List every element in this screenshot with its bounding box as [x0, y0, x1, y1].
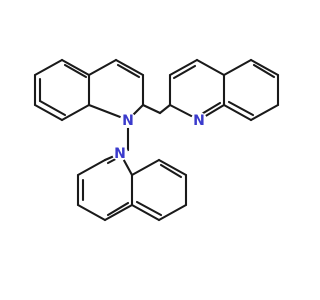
bond-ql-a2 — [33, 58, 64, 77]
bond-qr-b2 — [249, 58, 280, 77]
dbl-qr-4 — [227, 100, 255, 117]
bond-bridge-1 — [141, 103, 162, 115]
atom-n3-label: N — [114, 146, 126, 162]
dbl-qr-2 — [198, 101, 222, 117]
bond-qr-b1 — [222, 58, 253, 77]
dbl-qb-3 — [159, 163, 183, 179]
dbl-qr-1 — [172, 64, 197, 80]
bond-bridge-2 — [158, 103, 172, 115]
atom-n1-label: N — [122, 113, 134, 129]
atom-n2-bg — [191, 112, 207, 128]
bond-qb-a4 — [76, 203, 107, 222]
structure-canvas: N N N — [33, 58, 280, 222]
dbl-ql-2 — [63, 63, 88, 79]
bond-qb-b2 — [157, 158, 188, 177]
bond-qb-b5 — [130, 203, 161, 222]
atom-n1-bg — [120, 112, 136, 128]
molecule-structure: N N N — [33, 58, 280, 222]
dbl-ql-3 — [38, 99, 67, 117]
atom-layer: N N N — [112, 112, 207, 162]
bond-qr-a3 — [195, 58, 226, 77]
bond-qb-a5 — [103, 203, 134, 222]
bond-layer — [33, 58, 280, 222]
atom-n2-label: N — [193, 113, 205, 129]
dbl-qb-2 — [106, 201, 130, 217]
bond-qr-a2 — [168, 58, 199, 77]
dbl-ql-4 — [116, 63, 141, 79]
bond-ql-b1 — [87, 58, 118, 77]
bond-qb-b1 — [130, 158, 161, 177]
bond-ql-a3 — [60, 58, 91, 77]
bond-ql-a5 — [33, 103, 64, 122]
atom-n3-bg — [112, 145, 128, 161]
dbl-qr-3 — [252, 63, 276, 79]
bond-qb-a2 — [76, 158, 107, 177]
bond-qb-b4 — [157, 203, 188, 222]
bond-ql-b2 — [114, 58, 145, 77]
dbl-qb-4 — [135, 200, 163, 217]
bond-ql-a4 — [60, 103, 91, 122]
bond-qr-b4 — [249, 103, 280, 122]
bond-qr-b5 — [222, 103, 253, 122]
